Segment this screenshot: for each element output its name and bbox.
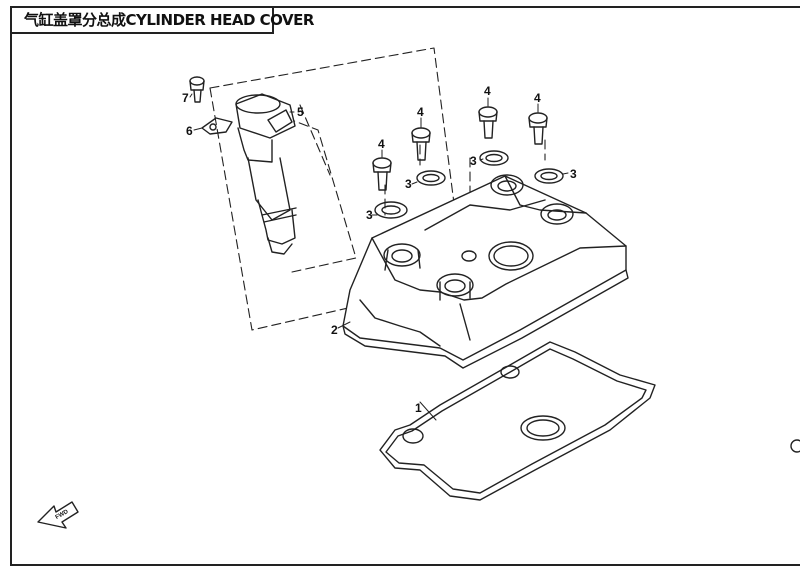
callout-7: 7 [182, 91, 189, 105]
page-title: 气缸盖罩分总成CYLINDER HEAD COVER [24, 10, 314, 29]
bolt-7 [189, 76, 205, 103]
ignition-coil [235, 93, 297, 255]
fwd-arrow-icon [37, 501, 79, 529]
callout-3-d: 3 [570, 167, 577, 181]
bolt-4-d [528, 112, 548, 145]
bolt-4-c [478, 106, 498, 139]
callout-6: 6 [186, 124, 193, 138]
registration-mark [790, 439, 800, 453]
callout-5: 5 [297, 105, 304, 119]
seal-3-d [534, 168, 564, 184]
callout-2: 2 [331, 323, 338, 337]
callout-numbers: 1 2 3 3 3 3 4 4 4 4 5 6 7 [182, 84, 577, 415]
seal-3-a [374, 201, 408, 219]
bracket-6 [201, 117, 233, 135]
callout-3-b: 3 [405, 177, 412, 191]
bolt-4-a [372, 157, 392, 191]
callout-3-c: 3 [470, 154, 477, 168]
callout-4-d: 4 [534, 91, 541, 105]
title-block: 气缸盖罩分总成CYLINDER HEAD COVER [10, 6, 314, 34]
bolt-4-b [411, 127, 431, 161]
cover-gasket [379, 341, 656, 501]
callout-4-b: 4 [417, 105, 424, 119]
callout-3-a: 3 [366, 208, 373, 222]
callout-4-a: 4 [378, 137, 385, 151]
seal-3-c [479, 150, 509, 166]
callout-4-c: 4 [484, 84, 491, 98]
callout-1: 1 [415, 401, 422, 415]
seal-3-b [416, 170, 446, 186]
cylinder-head-cover [342, 174, 629, 369]
leader-lines [189, 93, 569, 421]
